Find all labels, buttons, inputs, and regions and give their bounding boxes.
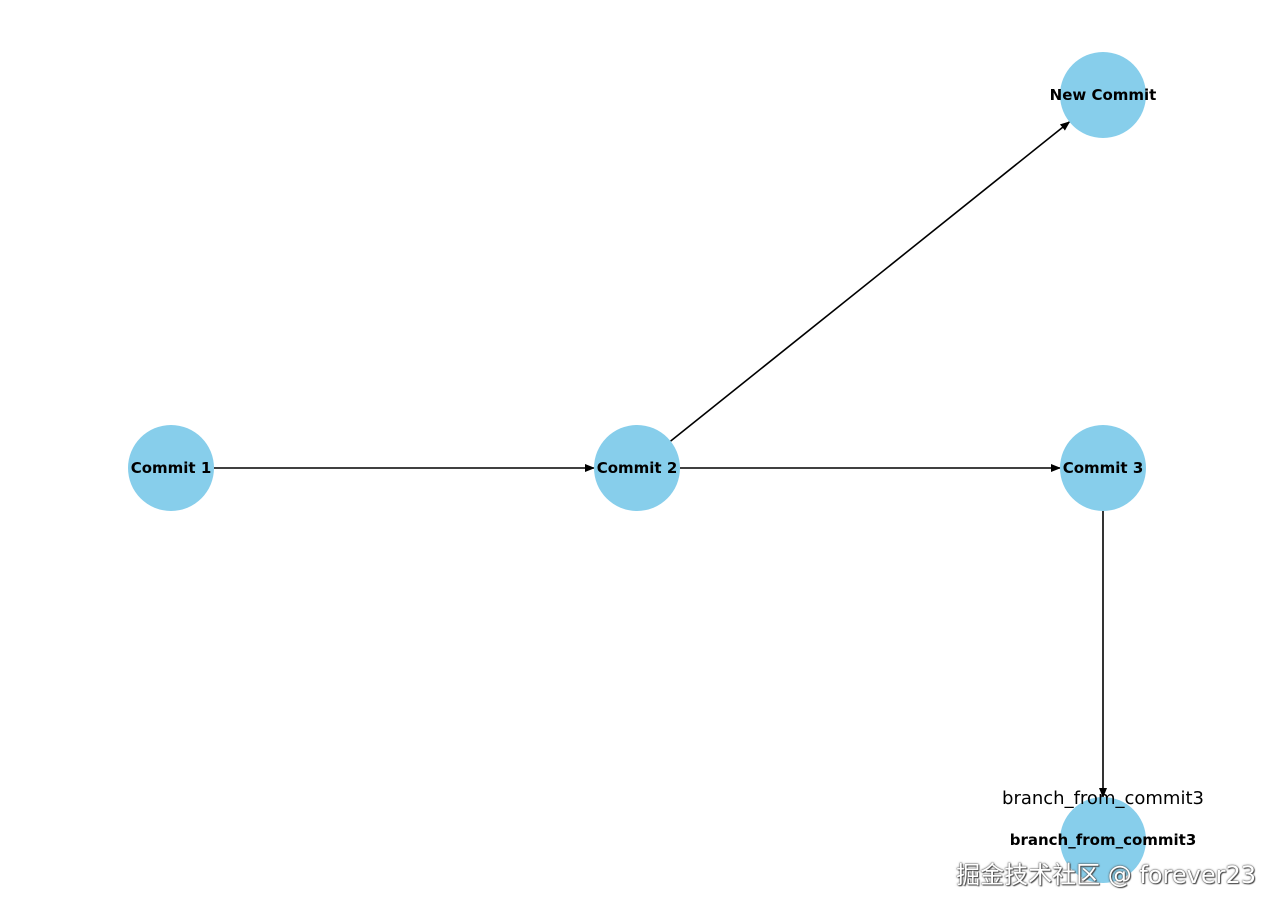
node-commit3: Commit 3 — [1060, 425, 1146, 511]
node-label: branch_from_commit3 — [1010, 831, 1197, 849]
node-circle — [1060, 425, 1146, 511]
edge-commit2-to-new — [670, 121, 1071, 442]
node-commit1: Commit 1 — [128, 425, 214, 511]
node-circle — [1060, 52, 1146, 138]
branch-annotation-label: branch_from_commit3 — [1002, 788, 1204, 809]
node-circle — [1060, 797, 1146, 883]
node-commit2: Commit 2 — [594, 425, 680, 511]
edges — [214, 121, 1107, 798]
node-label: Commit 1 — [131, 459, 212, 477]
node-branch: branch_from_commit3 — [1010, 797, 1197, 883]
node-label: Commit 2 — [597, 459, 678, 477]
nodes: Commit 1 Commit 2 Commit 3 New Commit branch… — [128, 52, 1196, 883]
node-label: Commit 3 — [1063, 459, 1144, 477]
node-circle — [594, 425, 680, 511]
watermark-text: 掘金技术社区 @ forever23 — [956, 861, 1256, 889]
node-label: New Commit — [1050, 86, 1157, 104]
node-circle — [128, 425, 214, 511]
node-new: New Commit — [1050, 52, 1157, 138]
